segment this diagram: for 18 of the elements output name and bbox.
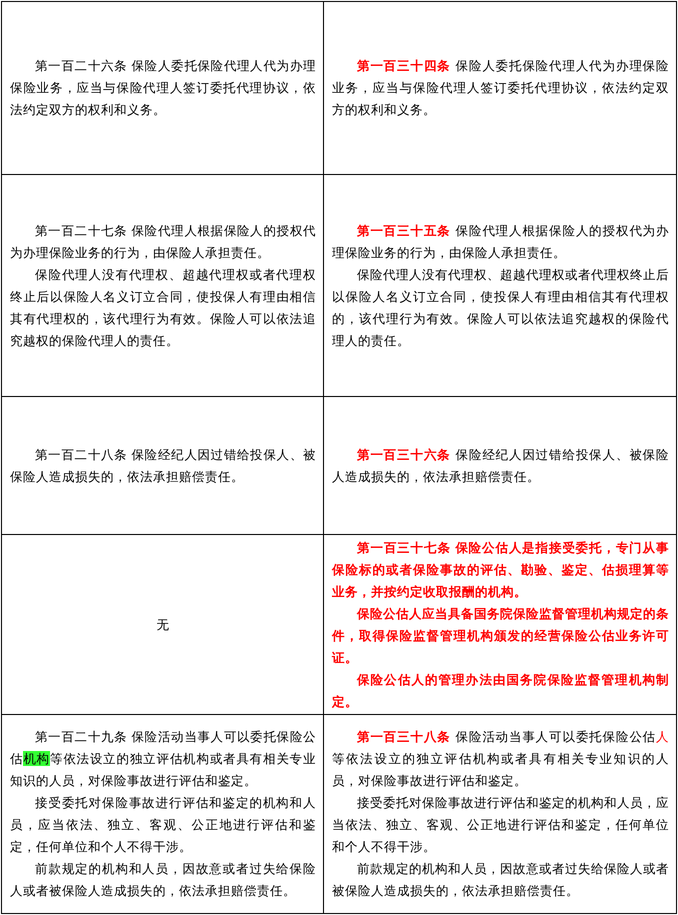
article-text: 第一百三十五条 保险代理人根据保险人的授权代为办理保险业务的行为，由保险人承担责任。: [332, 222, 669, 262]
article-text: 无: [156, 616, 170, 634]
article-text: 第一百二十八条 保险经纪人因过错给投保人、被保险人造成损失的，依法承担赔偿责任。: [10, 446, 316, 486]
article-text: 第一百三十七条 保险公估人是指接受委托，专门从事保险标的或者保险事故的评估、勘验、鉴定、估损理算等业务，并按约定收取报酬的机构。: [332, 538, 669, 600]
article-text: 第一百三十四条 保险人委托保险代理人代为办理保险业务，应当与保险代理人签订委托代理协议，依法约定双方的权利和义务。: [332, 57, 669, 119]
article-text: 第一百二十七条 保险代理人根据保险人的授权代为办理保险业务的行为，由保险人承担责任。: [10, 222, 316, 262]
article-text: 接受委托对保险事故进行评估和鉴定的机构和人员，应当依法、独立、客观、公正地进行评估和鉴定，任何单位和个人不得干涉。: [10, 794, 316, 856]
article-text: 第一百二十九条 保险活动当事人可以委托保险公估机构等依法设立的独立评估机构或者具有相关专业知识的人员，对保险事故进行评估和鉴定。: [10, 728, 316, 790]
article-text: 第一百三十八条 保险活动当事人可以委托保险公估人 等依法设立的独立评估机构或者具有相关专业知识的人员，对保险事故进行评估和鉴定。: [332, 728, 669, 790]
article-text: 前款规定的机构和人员，因故意或者过失给保险人或者被保险人造成损失的，依法承担赔偿责任。: [332, 860, 669, 900]
article-text: 接受委托对保险事故进行评估和鉴定的机构和人员，应当依法、独立、客观、公正地进行评估和鉴定，任何单位和个人不得干涉。: [332, 794, 669, 856]
article-text: 前款规定的机构和人员，因故意或者过失给保险人或者被保险人造成损失的，依法承担赔偿责任。: [10, 860, 316, 900]
article-text: 保险代理人没有代理权、超越代理权或者代理权终止后以保险人名义订立合同，使投保人有理由相信其有代理权的，该代理行为有效。保险人可以依法追究越权的保险代理人的责任。: [10, 266, 316, 350]
article-text: 保险公估人的管理办法由国务院保险监督管理机构制定。: [332, 670, 669, 710]
article-text: 第一百二十六条 保险人委托保险代理人代为办理保险业务，应当与保险代理人签订委托代理协议，依法约定双方的权利和义务。: [10, 57, 316, 119]
article-text: 第一百三十六条 保险经纪人因过错给投保人、被保险人造成损失的，依法承担赔偿责任。: [332, 446, 669, 486]
article-text: 保险公估人应当具备国务院保险监督管理机构规定的条件，取得保险监督管理机构颁发的经营保险公估业务许可证。: [332, 604, 669, 666]
article-text: 保险代理人没有代理权、超越代理权或者代理权终止后以保险人名义订立合同，使投保人有理由相信其有代理权的，该代理行为有效。保险人可以依法追究越权的保险代理人的责任。: [332, 266, 669, 350]
